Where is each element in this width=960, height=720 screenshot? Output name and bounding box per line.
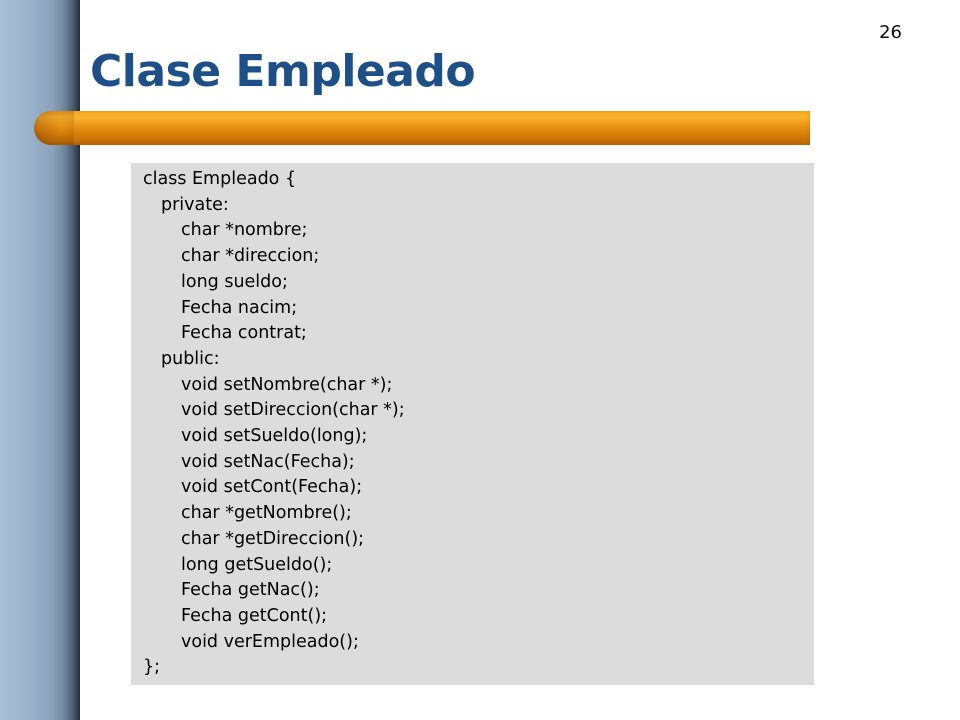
code-line: char *getNombre(); (181, 503, 352, 524)
code-line: Fecha getNac(); (181, 580, 320, 601)
title-underline-bar (34, 111, 810, 145)
left-decorative-bar (0, 0, 80, 720)
code-line: private: (161, 194, 229, 215)
code-block: class Empleado { private: char *nombre; … (131, 163, 814, 685)
code-line: long getSueldo(); (181, 554, 333, 575)
slide-title: Clase Empleado (90, 46, 476, 97)
code-line: }; (143, 657, 161, 678)
page-number: 26 (879, 22, 902, 43)
code-line: class Empleado { (143, 169, 297, 189)
title-underline-bar-cap (34, 111, 74, 145)
code-line: long sueldo; (181, 271, 288, 292)
code-line: char *getDireccion(); (181, 528, 365, 549)
code-line: public: (161, 348, 220, 369)
code-line: void setNac(Fecha); (181, 451, 355, 472)
code-line: void verEmpleado(); (181, 631, 359, 652)
code-line: Fecha getCont(); (181, 605, 328, 626)
code-line: void setNombre(char *); (181, 374, 393, 395)
code-line: char *nombre; (181, 220, 308, 241)
code-line: char *direccion; (181, 246, 320, 267)
code-line: Fecha contrat; (181, 323, 307, 344)
code-line: Fecha nacim; (181, 297, 298, 318)
code-line: void setSueldo(long); (181, 426, 368, 447)
code-line: void setCont(Fecha); (181, 477, 363, 498)
code-line: void setDireccion(char *); (181, 400, 405, 421)
